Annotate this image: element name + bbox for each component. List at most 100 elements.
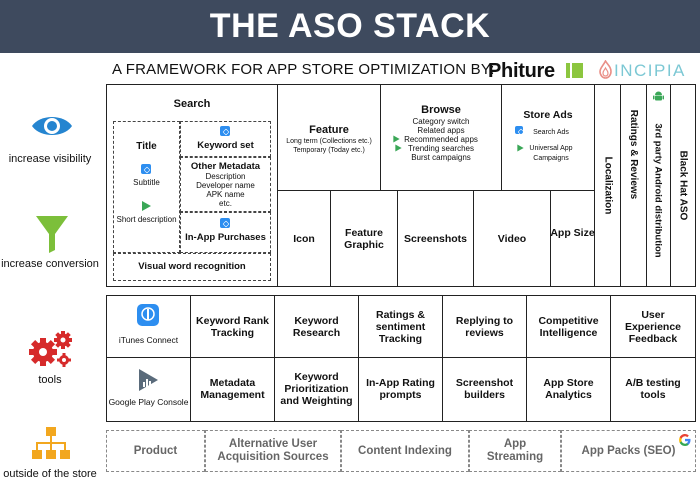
visual-word-recognition-box <box>113 253 271 281</box>
app-packs-seo-cell: App Packs (SEO) <box>561 430 696 472</box>
feature-sub-label: Temporary (Today etc.) <box>293 147 365 154</box>
screenshot-builders-cell <box>442 357 527 422</box>
feature-label: Feature <box>309 124 349 136</box>
black-hat-aso-label: Black Hat ASO <box>677 150 689 221</box>
search-heading: Search <box>173 98 211 110</box>
browse-label: Browse <box>421 104 461 116</box>
screenshots-cell <box>397 190 474 287</box>
video-cell <box>473 190 551 287</box>
browse-item: Category switch <box>412 117 470 126</box>
visual-word-recognition-label: Visual word recognition <box>138 261 246 272</box>
phiture-mark-icon <box>566 63 583 78</box>
feature-cell <box>277 84 381 191</box>
feature-graphic-label: Feature Graphic <box>344 227 384 251</box>
keyword-rank-tracking-cell <box>190 295 275 358</box>
incipia-logo: INCIPIA <box>614 61 686 80</box>
app-store-icon <box>220 126 230 136</box>
user-experience-feedback-cell <box>610 295 696 358</box>
search-ads-label: Search Ads <box>533 129 569 136</box>
user-experience-feedback-label: User Experience Feedback <box>624 309 682 345</box>
in-app-rating-prompts-cell <box>358 357 443 422</box>
itunes-connect-label: iTunes Connect <box>118 335 179 345</box>
app-store-icon <box>515 126 523 134</box>
competitive-intelligence-label: Competitive Intelligence <box>538 315 599 339</box>
ab-testing-tools-label: A/B testing tools <box>625 377 681 401</box>
android-icon <box>653 91 664 101</box>
label-increase-conversion: increase conversion <box>1 258 99 270</box>
phiture-logo: Phiture <box>488 60 555 82</box>
app-streaming-cell: App Streaming <box>469 430 561 472</box>
store-ads-cell <box>501 84 595 191</box>
app-size-label: App Size <box>550 227 595 239</box>
other-metadata-item: Description <box>205 172 246 181</box>
page-subtitle: A FRAMEWORK FOR APP STORE OPTIMIZATION B… <box>112 61 495 78</box>
app-store-analytics-label: App Store Analytics <box>543 377 594 401</box>
browse-item: Trending searches <box>408 144 474 153</box>
app-store-icon <box>220 218 230 228</box>
in-app-rating-prompts-label: In-App Rating prompts <box>366 377 435 401</box>
label-tools: tools <box>38 374 62 386</box>
black-hat-aso-cell <box>670 84 696 287</box>
product-cell: Product <box>106 430 205 472</box>
metadata-management-cell <box>190 357 275 422</box>
in-app-purchases-box <box>180 212 271 253</box>
content-indexing-cell: Content Indexing <box>341 430 469 472</box>
keyword-rank-tracking-label: Keyword Rank Tracking <box>196 315 269 339</box>
other-metadata-label: Other Metadata <box>190 161 261 172</box>
ab-testing-tools-cell <box>610 357 696 422</box>
incipia-flame-icon <box>599 60 612 79</box>
eye-icon <box>32 117 72 135</box>
label-increase-visibility: increase visibility <box>8 153 92 165</box>
keyword-research-label: Keyword Research <box>292 315 341 339</box>
ratings-sentiment-tracking-cell <box>358 295 443 358</box>
screenshot-builders-label: Screenshot builders <box>455 377 514 401</box>
google-play-console-icon <box>139 369 158 391</box>
ratings-reviews-label: Ratings & Reviews <box>628 109 640 199</box>
other-metadata-item: etc. <box>219 199 232 208</box>
google-play-icon <box>517 144 524 152</box>
title-label: Title <box>136 141 157 152</box>
third-party-distribution-label: 3rd party Android distribution <box>653 122 665 258</box>
feature-sub-label: Long term (Collections etc.) <box>286 138 372 145</box>
title-box <box>113 121 180 253</box>
google-play-icon <box>142 201 151 211</box>
gears-icon <box>29 331 72 367</box>
browse-item: Recommended apps <box>404 135 478 144</box>
ratings-reviews-cell <box>620 84 647 287</box>
browse-item: Related apps <box>417 126 465 135</box>
google-g-icon <box>679 434 691 446</box>
app-store-analytics-cell <box>526 357 611 422</box>
page-title: THE ASO STACK <box>209 7 491 45</box>
localization-label: Localization <box>602 156 614 215</box>
replying-to-reviews-label: Replying to reviews <box>455 315 514 339</box>
sitemap-icon <box>32 427 70 459</box>
icon-label: Icon <box>293 233 315 245</box>
funnel-icon <box>36 216 68 253</box>
keyword-prioritization-cell <box>274 357 359 422</box>
video-label: Video <box>497 233 527 245</box>
in-app-purchases-label: In-App Purchases <box>185 232 266 243</box>
metadata-management-label: Metadata Management <box>200 377 265 401</box>
other-metadata-item: APK name <box>206 190 245 199</box>
store-ads-label: Store Ads <box>523 109 573 121</box>
google-play-icon <box>395 144 402 152</box>
other-metadata-item: Developer name <box>196 181 255 190</box>
browse-item: Burst campaigns <box>411 153 471 162</box>
keyword-set-label: Keyword set <box>197 140 254 151</box>
alternative-user-acquisition-cell: Alternative User Acquisition Sources <box>205 430 341 472</box>
subtitle-label: Subtitle <box>133 178 160 187</box>
google-play-icon <box>393 135 400 143</box>
google-play-console-cell <box>106 357 191 422</box>
other-metadata-box <box>180 157 271 212</box>
universal-app-campaigns-label: Universal App Campaigns <box>529 145 573 162</box>
icon-cell <box>277 190 331 287</box>
short-description-label: Short description <box>116 215 177 224</box>
ratings-sentiment-tracking-label: Ratings & sentiment Tracking <box>375 309 426 345</box>
screenshots-label: Screenshots <box>403 233 468 245</box>
feature-graphic-cell <box>330 190 398 287</box>
keyword-set-box <box>180 121 271 157</box>
keyword-prioritization-label: Keyword Prioritization and Weighting <box>280 371 353 407</box>
label-outside-store: outside of the store <box>3 468 97 480</box>
google-play-console-label: Google Play Console <box>108 397 189 407</box>
app-store-icon <box>141 164 151 174</box>
